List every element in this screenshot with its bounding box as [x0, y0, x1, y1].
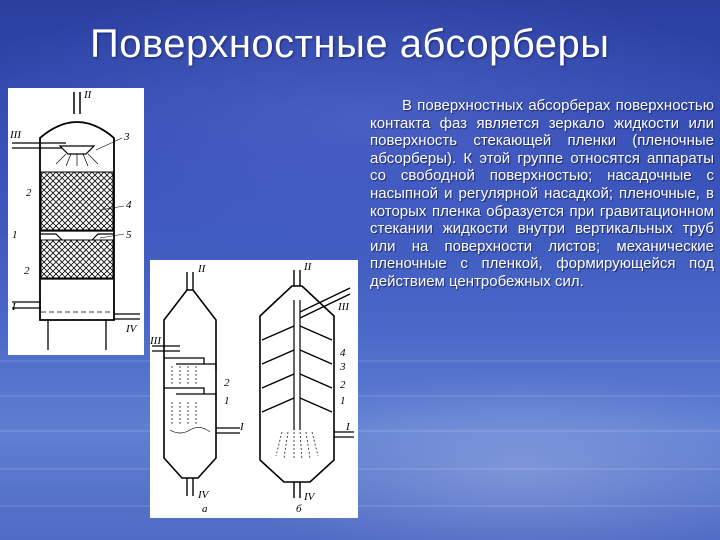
label-b-gas-outlet: II	[303, 261, 313, 273]
label-a-liquid-inlet: III	[150, 335, 162, 347]
label-a-liquid-outlet: IV	[197, 489, 210, 501]
label-packing-lower: 2	[24, 265, 30, 277]
caption-b: б	[296, 503, 302, 515]
figure-film-absorbers: II III 2 1 I IV а II III 4 3 2 1 I IV б	[150, 260, 358, 518]
label-b-1: 1	[340, 395, 346, 407]
label-gas-outlet: II	[83, 89, 93, 101]
slide-body-text: В поверхностных абсорберах поверхностью …	[370, 97, 714, 290]
label-column-shell: 1	[12, 229, 18, 241]
figure-packed-absorber: II III 3 2 4 1 5 2 I IV	[8, 88, 144, 355]
label-gas-inlet: I	[11, 301, 17, 313]
packed-absorber-drawing: II III 3 2 4 1 5 2 I IV	[9, 89, 140, 350]
label-liquid-inlet: III	[9, 129, 22, 141]
caption-a: а	[202, 503, 208, 515]
background-wave	[0, 395, 720, 397]
label-liquid-outlet: IV	[125, 323, 138, 335]
label-distributor: 3	[123, 131, 130, 143]
label-b-gas-inlet: I	[345, 421, 351, 433]
label-b-2: 2	[340, 379, 346, 391]
label-support-4: 4	[126, 199, 132, 211]
label-a-sheet: 2	[224, 377, 230, 389]
background-wave	[0, 430, 720, 432]
background-wave	[0, 360, 720, 362]
label-packing-upper: 2	[26, 187, 32, 199]
background-wave	[0, 505, 720, 507]
background-wave	[0, 468, 720, 470]
label-b-liquid-inlet: III	[337, 301, 350, 313]
label-a-gas-outlet: II	[197, 263, 207, 275]
label-b-3: 3	[339, 361, 346, 373]
slide-title: Поверхностные абсорберы	[90, 22, 610, 66]
label-redistributor: 5	[126, 229, 132, 241]
film-absorbers-drawing: II III 2 1 I IV а II III 4 3 2 1 I IV б	[150, 261, 354, 515]
label-b-liquid-outlet: IV	[303, 491, 316, 503]
label-a-shell: 1	[224, 395, 230, 407]
label-a-gas-inlet: I	[239, 421, 245, 433]
label-b-4: 4	[340, 347, 346, 359]
